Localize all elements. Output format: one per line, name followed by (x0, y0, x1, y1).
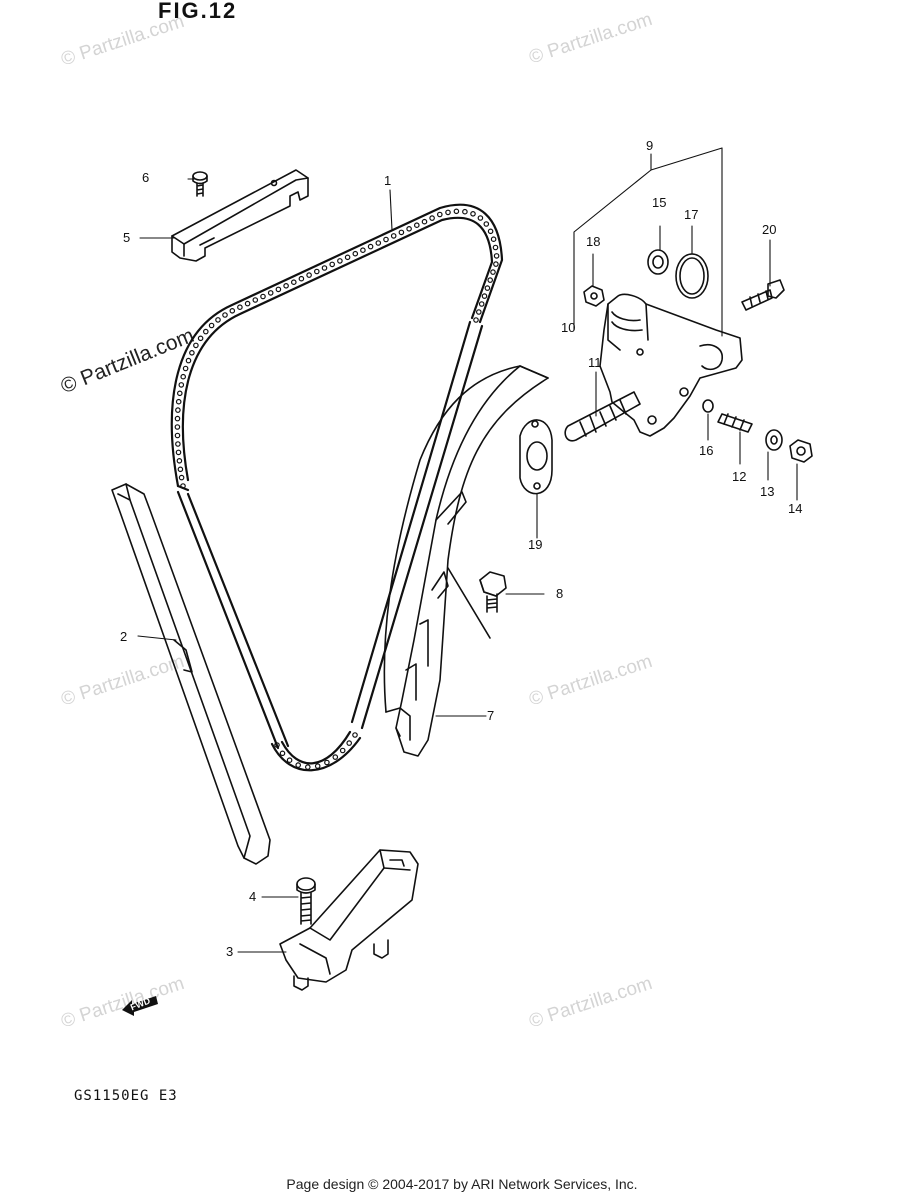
callout-2: 2 (120, 629, 128, 644)
callout-17: 17 (684, 207, 699, 222)
callout-10: 10 (561, 320, 576, 335)
callout-19: 19 (528, 537, 543, 552)
callout-4: 4 (249, 889, 257, 904)
part-5-chain-guide (171, 169, 309, 262)
part-10-tensioner-body (599, 293, 743, 437)
part-2-chain-guide (111, 483, 271, 865)
callout-5: 5 (123, 230, 131, 245)
part-16-o-ring (702, 399, 714, 413)
callout-1: 1 (384, 173, 392, 188)
callout-20: 20 (762, 222, 777, 237)
footer-copyright: Page design © 2004-2017 by ARI Network S… (286, 1176, 638, 1192)
callout-11: 11 (588, 355, 602, 370)
part-17-o-ring (675, 253, 709, 299)
part-1-cam-chain (170, 203, 504, 772)
part-7-tensioner-guide (383, 365, 549, 757)
callout-13: 13 (760, 484, 775, 499)
callout-9: 9 (646, 138, 654, 153)
part-15-oil-seal (647, 249, 669, 275)
part-3-chain-guide (279, 849, 419, 991)
callout-18: 18 (586, 234, 601, 249)
part-8-bolt (447, 567, 507, 639)
callout-3: 3 (226, 944, 234, 959)
part-18-nut (583, 285, 605, 307)
leader-lines (137, 147, 798, 953)
callout-7: 7 (487, 708, 495, 723)
callout-6: 6 (142, 170, 150, 185)
part-6-bolt (192, 171, 208, 197)
part-4-bolt (296, 877, 316, 925)
callout-14: 14 (788, 501, 803, 516)
forward-arrow-icon: FWD (120, 996, 160, 1016)
figure-title: FIG.12 (158, 0, 238, 23)
callout-12: 12 (732, 469, 747, 484)
callout-8: 8 (556, 586, 564, 601)
model-code: GS1150EG E3 (74, 1088, 178, 1104)
part-19-gasket (519, 419, 553, 495)
part-20-bolt (741, 279, 785, 311)
part-13-washer (765, 429, 783, 451)
callout-16: 16 (699, 443, 714, 458)
callout-15: 15 (652, 195, 667, 210)
part-1-chain-links (174, 208, 500, 770)
part-12-adjuster-bolt (717, 413, 753, 433)
part-11-pushrod (564, 391, 641, 442)
part-14-nut (789, 439, 813, 463)
